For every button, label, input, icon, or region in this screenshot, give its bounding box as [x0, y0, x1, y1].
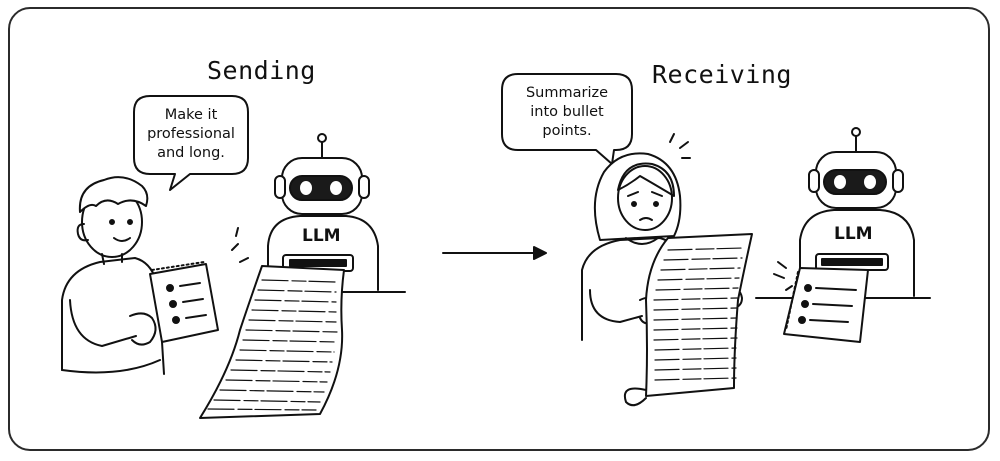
bubble-line: points.: [542, 123, 592, 139]
bubble-line: Make it: [164, 107, 218, 123]
robot-label-receiving: LLM: [834, 224, 873, 244]
bubble-text-sending: Make it professional and long.: [138, 106, 244, 163]
bubble-line: professional: [147, 126, 235, 142]
long-scroll-sending: [199, 265, 345, 419]
speech-bubble-receiving: [501, 73, 633, 165]
man-figure: [61, 176, 165, 375]
panel-title-sending: Sending: [207, 56, 316, 85]
bubble-text-receiving: Summarize into bullet points.: [506, 84, 628, 141]
bubble-line: and long.: [157, 145, 225, 161]
bubble-line: into bullet: [530, 104, 604, 120]
diagram-frame: [8, 7, 990, 451]
long-scroll-receiving: [624, 233, 753, 407]
notepad-icon-receiving: [783, 267, 869, 343]
bubble-line: Summarize: [525, 85, 609, 101]
panel-title-receiving: Receiving: [652, 60, 792, 89]
notepad-icon-sending: [149, 261, 219, 343]
flow-arrow: [442, 246, 547, 260]
robot-label-sending: LLM: [302, 226, 341, 246]
speech-bubble-sending: [133, 95, 249, 191]
